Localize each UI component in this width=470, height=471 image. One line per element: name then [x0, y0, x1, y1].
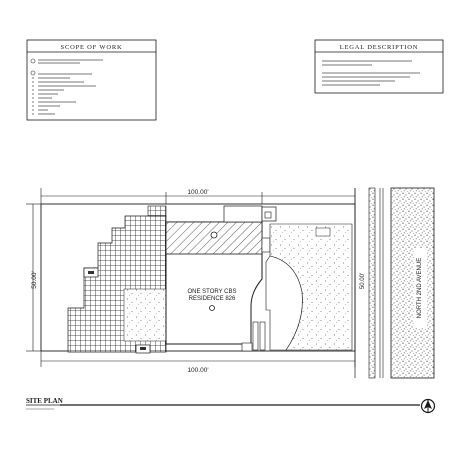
residence-label-line2: RESIDENCE 826 — [189, 296, 236, 302]
scope-of-work-box: SCOPE OF WORK — [26, 39, 157, 121]
north-arrow-icon — [420, 398, 436, 414]
survey-marker-center — [209, 305, 215, 311]
dim-bottom-label: 100.00' — [187, 367, 208, 374]
bottom-dimension — [40, 351, 356, 367]
residence-label-line1: ONE STORY CBS — [187, 289, 236, 295]
site-plan-title: SITE PLAN — [26, 397, 63, 405]
entry-walkway — [241, 321, 266, 352]
survey-marker-top — [210, 231, 218, 239]
driveway-outline — [265, 255, 303, 351]
sidewalk-strip — [354, 187, 384, 379]
scope-of-work-title: SCOPE OF WORK — [61, 44, 123, 51]
street-label: NORTH 2ND AVENUE — [417, 258, 423, 318]
side-yard-dotted — [123, 288, 167, 342]
dim-top-label: 100.00' — [187, 189, 208, 196]
legal-notes — [322, 60, 420, 86]
legal-description-box: LEGAL DESCRIPTION — [314, 39, 444, 94]
north-2nd-avenue-road — [390, 187, 435, 379]
dim-right-label: 50.00' — [360, 273, 366, 289]
site-plan-drawing: 100.00' 100.00' 50.00' — [26, 187, 435, 379]
legal-description-title: LEGAL DESCRIPTION — [340, 44, 419, 51]
scope-notes — [30, 58, 103, 115]
site-plan-footer: SITE PLAN — [26, 397, 436, 414]
dim-left-label: 50.00' — [31, 271, 38, 289]
